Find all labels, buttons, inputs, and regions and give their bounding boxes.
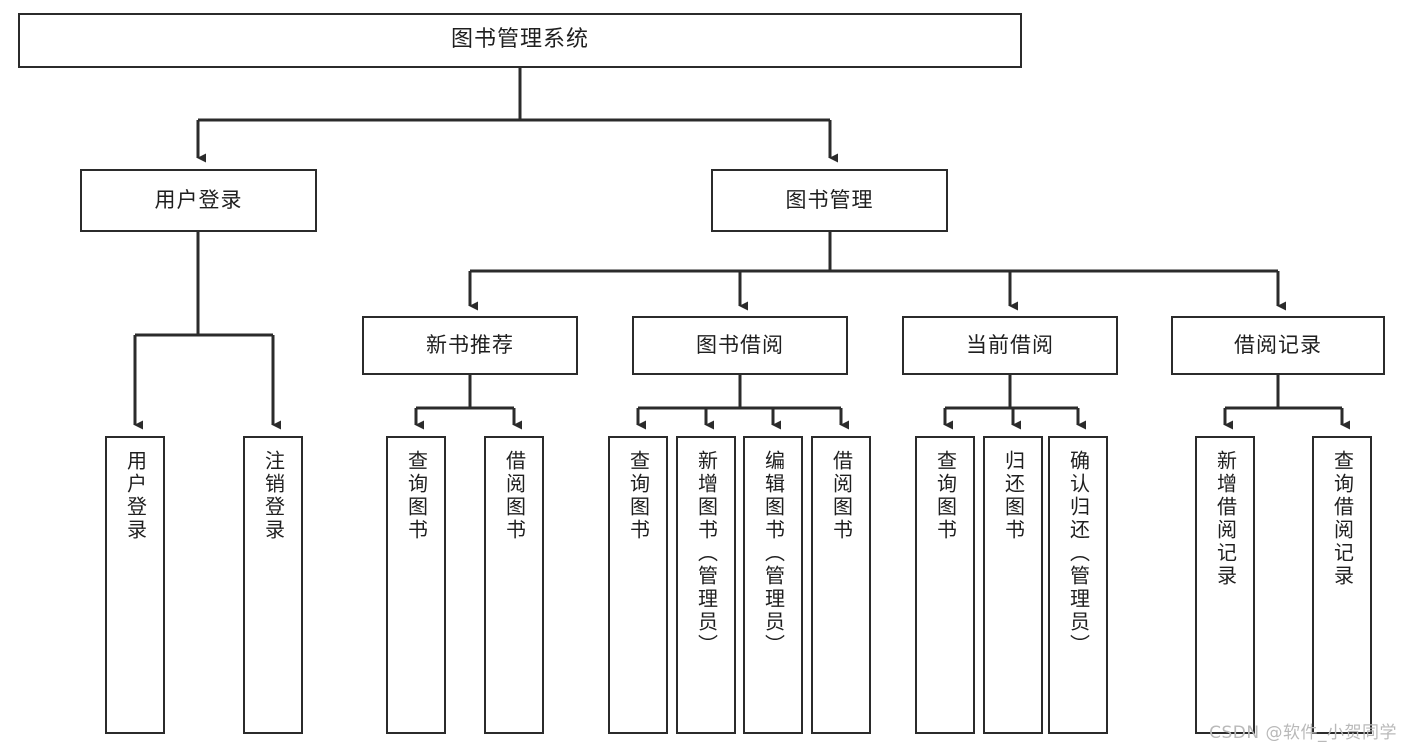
node-label: 查询图书 [404, 450, 429, 542]
leaf-add-borrow-record[interactable]: 新增借阅记录 [1195, 436, 1255, 734]
leaf-logout[interactable]: 注销登录 [243, 436, 303, 734]
leaf-query-book-recommend[interactable]: 查询图书 [386, 436, 446, 734]
node-book-borrow[interactable]: 图书借阅 [632, 316, 848, 375]
node-new-book-recommend[interactable]: 新书推荐 [362, 316, 578, 375]
node-label: 注销登录 [261, 450, 286, 542]
node-label: 确认归还（管理员） [1066, 450, 1091, 657]
node-label: 用户登录 [123, 450, 148, 542]
node-label: 查询图书 [626, 450, 651, 542]
leaf-edit-book-admin[interactable]: 编辑图书（管理员） [743, 436, 803, 734]
node-label: 新增图书（管理员） [694, 450, 719, 657]
node-label: 用户登录 [154, 187, 243, 212]
leaf-query-book-current[interactable]: 查询图书 [915, 436, 975, 734]
node-root-system[interactable]: 图书管理系统 [18, 13, 1022, 68]
leaf-confirm-return-admin[interactable]: 确认归还（管理员） [1048, 436, 1108, 734]
node-label: 借阅记录 [1234, 332, 1322, 357]
leaf-borrow-book-recommend[interactable]: 借阅图书 [484, 436, 544, 734]
node-borrow-record[interactable]: 借阅记录 [1171, 316, 1385, 375]
node-label: 借阅图书 [502, 450, 527, 542]
leaf-add-book-admin[interactable]: 新增图书（管理员） [676, 436, 736, 734]
node-label: 图书管理系统 [450, 27, 589, 53]
node-label: 新书推荐 [426, 332, 514, 357]
node-label: 新增借阅记录 [1213, 450, 1238, 588]
leaf-user-login[interactable]: 用户登录 [105, 436, 165, 734]
node-label: 查询借阅记录 [1330, 450, 1355, 588]
node-label: 借阅图书 [829, 450, 854, 542]
node-current-borrow[interactable]: 当前借阅 [902, 316, 1118, 375]
leaf-query-borrow-record[interactable]: 查询借阅记录 [1312, 436, 1372, 734]
leaf-query-book-borrow[interactable]: 查询图书 [608, 436, 668, 734]
leaf-return-book[interactable]: 归还图书 [983, 436, 1043, 734]
node-book-manage[interactable]: 图书管理 [711, 169, 948, 232]
node-label: 查询图书 [933, 450, 958, 542]
node-label: 图书管理 [785, 187, 874, 212]
node-label: 图书借阅 [696, 332, 784, 357]
node-user-login[interactable]: 用户登录 [80, 169, 317, 232]
node-label: 归还图书 [1001, 450, 1026, 542]
leaf-borrow-book[interactable]: 借阅图书 [811, 436, 871, 734]
node-label: 当前借阅 [966, 332, 1054, 357]
node-label: 编辑图书（管理员） [761, 450, 786, 657]
